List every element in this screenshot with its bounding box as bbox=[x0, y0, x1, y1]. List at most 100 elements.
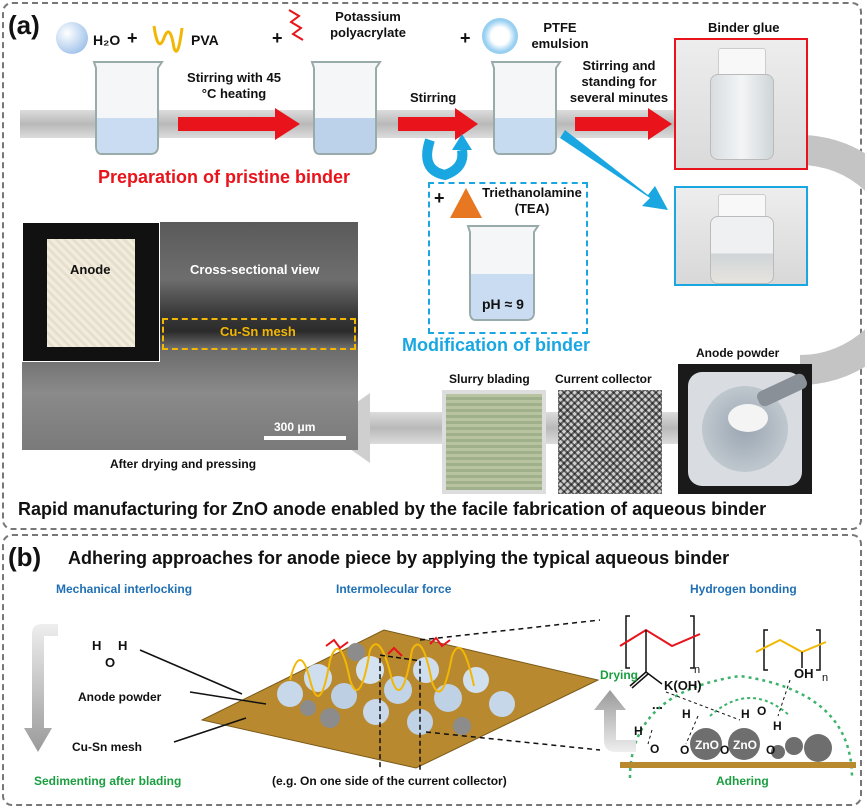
sedimenting-arrow bbox=[24, 624, 58, 752]
red-arrow-1 bbox=[178, 108, 300, 140]
ptfe-particle-icon bbox=[482, 18, 518, 54]
pointer-powder bbox=[189, 691, 267, 705]
pointer-mesh bbox=[173, 717, 247, 743]
example-note: (e.g. On one side of the current collect… bbox=[272, 774, 507, 788]
pva-label: PVA bbox=[191, 32, 219, 48]
water-h2: H bbox=[118, 638, 128, 653]
o-atom-2: O bbox=[757, 704, 767, 718]
water-h1: H bbox=[92, 638, 102, 653]
zno-1-label: ZnO bbox=[695, 738, 719, 752]
beaker-2 bbox=[310, 61, 382, 155]
o-atom-4: O bbox=[720, 743, 730, 757]
drying-label: Drying bbox=[600, 668, 639, 682]
adhering-label: Adhering bbox=[716, 774, 769, 788]
panel-a-frame bbox=[2, 2, 862, 530]
hydrogen-bonding-illustration bbox=[619, 615, 856, 779]
step3-label: Stirring and standing for several minute… bbox=[569, 58, 669, 105]
o-atom-1: O bbox=[650, 742, 660, 756]
mesh-label: Cu-Sn mesh bbox=[220, 324, 296, 339]
current-collector-strip bbox=[620, 762, 856, 768]
drying-arrow bbox=[594, 690, 636, 752]
binder-glue-label: Binder glue bbox=[708, 20, 780, 35]
o-atom-5: O bbox=[766, 743, 776, 757]
beaker-1 bbox=[92, 61, 164, 155]
modification-title: Modification of binder bbox=[402, 335, 590, 355]
panel-b-title: Adhering approaches for anode piece by a… bbox=[68, 548, 730, 568]
plus-3: + bbox=[460, 28, 471, 48]
n2-label: n bbox=[822, 672, 829, 684]
pva-chain-icon bbox=[152, 25, 184, 53]
beaker-tea bbox=[466, 225, 540, 321]
intermolecular-force-label: Intermolecular force bbox=[336, 582, 452, 596]
mesh-b-label: Cu-Sn mesh bbox=[72, 740, 143, 754]
polyacrylate-chain-icon bbox=[288, 9, 304, 41]
zoom-line-top bbox=[419, 619, 601, 641]
ph-label: pH ≈ 9 bbox=[482, 296, 524, 312]
plus-tea: + bbox=[434, 188, 445, 208]
modification-box bbox=[428, 182, 588, 334]
anode-powder-b-label: Anode powder bbox=[78, 690, 162, 704]
after-drying-label: After drying and pressing bbox=[110, 457, 257, 471]
beaker-3 bbox=[490, 61, 562, 155]
plus-2: + bbox=[272, 28, 283, 48]
kooh-label: K(OH) bbox=[664, 678, 702, 693]
anode-inset-label: Anode bbox=[70, 262, 111, 277]
tea-label: Triethanolamine (TEA) bbox=[482, 185, 582, 216]
sem-cross-section-image: Anode Cross-sectional view Cu-Sn mesh 30… bbox=[22, 222, 358, 450]
o-atom-3: O bbox=[680, 743, 690, 757]
slurry-blading-label: Slurry blading bbox=[449, 372, 530, 386]
zoom-line-bottom bbox=[425, 731, 601, 751]
panel-b-label: (b) bbox=[8, 542, 42, 572]
panel-b-frame bbox=[2, 534, 862, 806]
electrode-composite-illustration bbox=[139, 619, 601, 770]
panel-a-label: (a) bbox=[8, 10, 40, 40]
h-atom-3: H bbox=[741, 707, 750, 721]
pva-chains bbox=[289, 643, 475, 697]
polyacrylate-chains bbox=[325, 636, 451, 657]
zno-particle-1 bbox=[690, 728, 722, 760]
polyacrylate-structure bbox=[619, 628, 701, 648]
ptfe-label: PTFE emulsion bbox=[531, 20, 589, 51]
current-collector-photo bbox=[558, 390, 662, 494]
h-atom-4: H bbox=[773, 719, 782, 733]
n1-label: n bbox=[694, 664, 701, 676]
zno-particle-2 bbox=[728, 728, 760, 760]
mesh-highlight-box bbox=[162, 318, 356, 350]
current-collector-label: Current collector bbox=[555, 372, 652, 386]
hydrogen-bonding-label: Hydrogen bonding bbox=[690, 582, 797, 596]
scale-bar bbox=[264, 436, 346, 440]
pointer-water bbox=[139, 649, 243, 695]
anode-powder-label: Anode powder bbox=[696, 346, 780, 360]
anode-inset-photo bbox=[22, 222, 160, 362]
water-droplet-icon bbox=[56, 22, 88, 54]
blue-arrow-diagonal bbox=[560, 130, 668, 210]
cross-section-label: Cross-sectional view bbox=[190, 262, 320, 277]
pva-structure bbox=[755, 638, 827, 654]
plus-1: + bbox=[127, 28, 138, 48]
sedimenting-label: Sedimenting after blading bbox=[34, 774, 182, 788]
tea-triangle-icon bbox=[450, 188, 482, 218]
red-arrow-3 bbox=[575, 108, 672, 140]
blue-loop-arrow bbox=[422, 138, 468, 181]
slurry-blading-photo bbox=[442, 390, 546, 494]
potassium-polyacrylate-label: Potassium polyacrylate bbox=[330, 9, 406, 40]
red-arrow-2 bbox=[398, 108, 478, 140]
water-o: O bbox=[105, 655, 116, 670]
modified-binder-photo bbox=[674, 186, 808, 286]
step2-label: Stirring bbox=[410, 90, 457, 105]
binder-glue-photo bbox=[674, 38, 808, 170]
h-atom-2: H bbox=[682, 707, 691, 721]
ellipsis-label: ... bbox=[652, 697, 663, 712]
anode-powder-photo bbox=[678, 364, 812, 494]
preparation-title: Preparation of pristine binder bbox=[98, 167, 351, 187]
mechanical-interlocking-label: Mechanical interlocking bbox=[56, 582, 193, 596]
zno-2-label: ZnO bbox=[733, 738, 757, 752]
scale-bar-label: 300 μm bbox=[274, 420, 316, 434]
zoom-slice-box bbox=[379, 654, 421, 770]
step1-label: Stirring with 45 °C heating bbox=[187, 70, 281, 101]
oh-label: OH bbox=[794, 666, 814, 681]
h-atom-1: H bbox=[634, 724, 643, 738]
summary-title: Rapid manufacturing for ZnO anode enable… bbox=[18, 499, 767, 519]
water-label: H₂O bbox=[93, 32, 121, 48]
curved-track bbox=[799, 135, 865, 385]
